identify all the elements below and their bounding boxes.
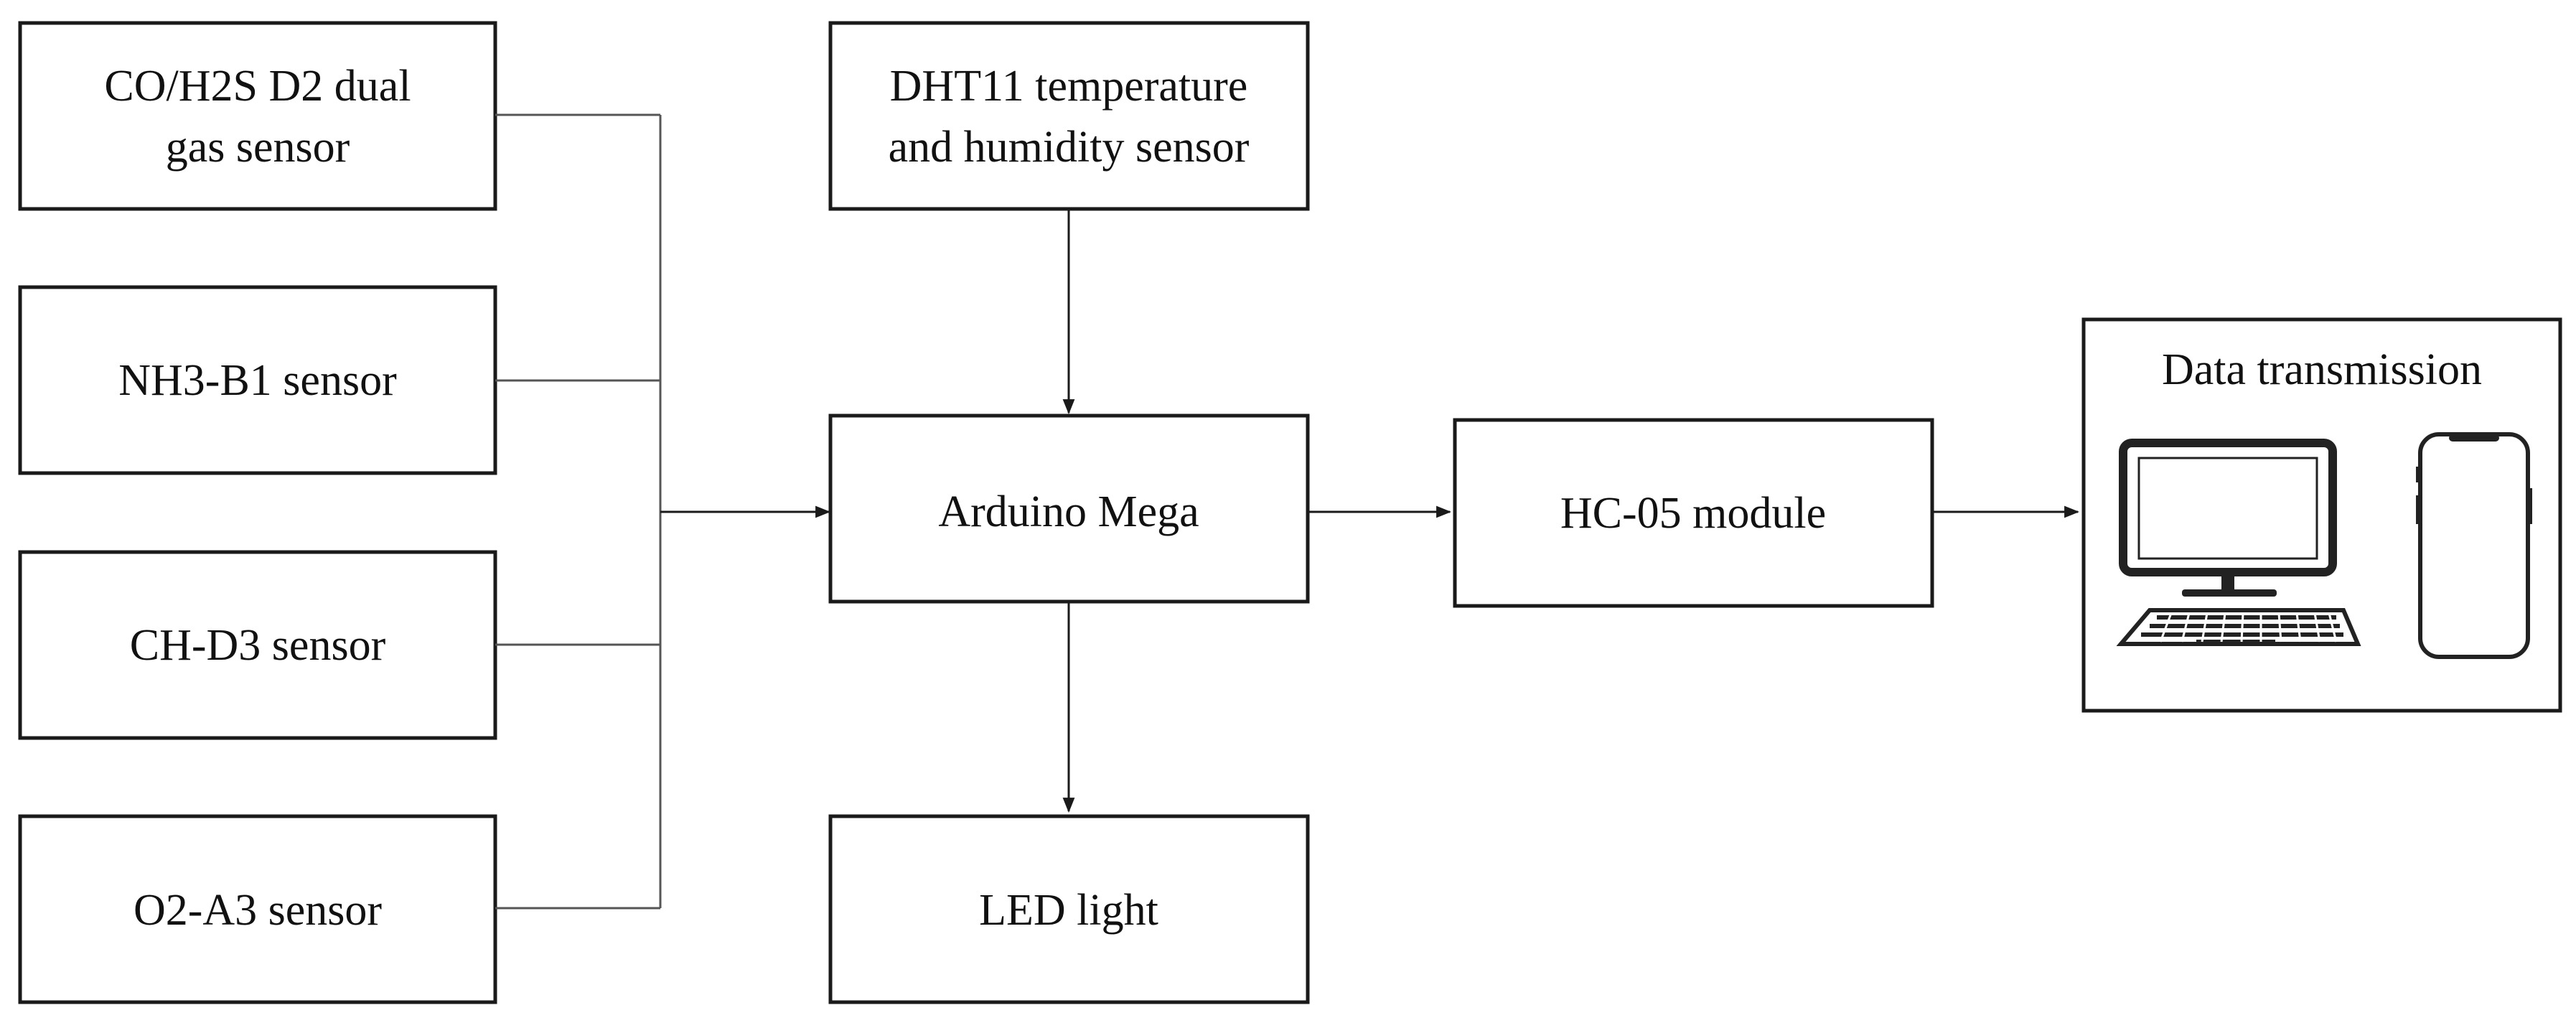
nh3-sensor-label: NH3-B1 sensor xyxy=(118,356,397,405)
hc05-module-block: HC-05 module xyxy=(1453,418,1934,608)
hc05-module-label: HC-05 module xyxy=(1560,489,1826,538)
ch-d3-sensor-label: CH-D3 sensor xyxy=(130,621,386,670)
data-transmission-label: Data transmission xyxy=(2162,345,2482,394)
nh3-sensor-block: NH3-B1 sensor xyxy=(18,285,497,475)
co-h2s-sensor-block: CO/H2S D2 dual gas sensor xyxy=(18,21,497,211)
data-transmission-block: Data transmission xyxy=(2081,317,2562,713)
dht11-label-line1: DHT11 temperature xyxy=(890,62,1248,111)
o2-sensor-block: O2-A3 sensor xyxy=(18,814,497,1004)
led-light-label: LED light xyxy=(979,886,1158,935)
led-light-block: LED light xyxy=(828,814,1310,1004)
ch-d3-sensor-block: CH-D3 sensor xyxy=(18,550,497,740)
sensor-bus xyxy=(495,113,831,910)
keyboard-icon xyxy=(2116,608,2361,646)
co-h2s-sensor-label-line1: CO/H2S D2 dual xyxy=(104,62,411,111)
dht11-sensor-block: DHT11 temperature and humidity sensor xyxy=(828,21,1310,211)
co-h2s-sensor-label-line2: gas sensor xyxy=(166,123,350,172)
arduino-mega-label: Arduino Mega xyxy=(938,487,1199,536)
arduino-mega-block: Arduino Mega xyxy=(828,414,1310,604)
o2-sensor-label: O2-A3 sensor xyxy=(134,886,382,935)
dht11-label-line2: and humidity sensor xyxy=(889,123,1250,172)
desktop-computer-icon xyxy=(2119,439,2337,597)
smartphone-icon xyxy=(2416,432,2532,659)
